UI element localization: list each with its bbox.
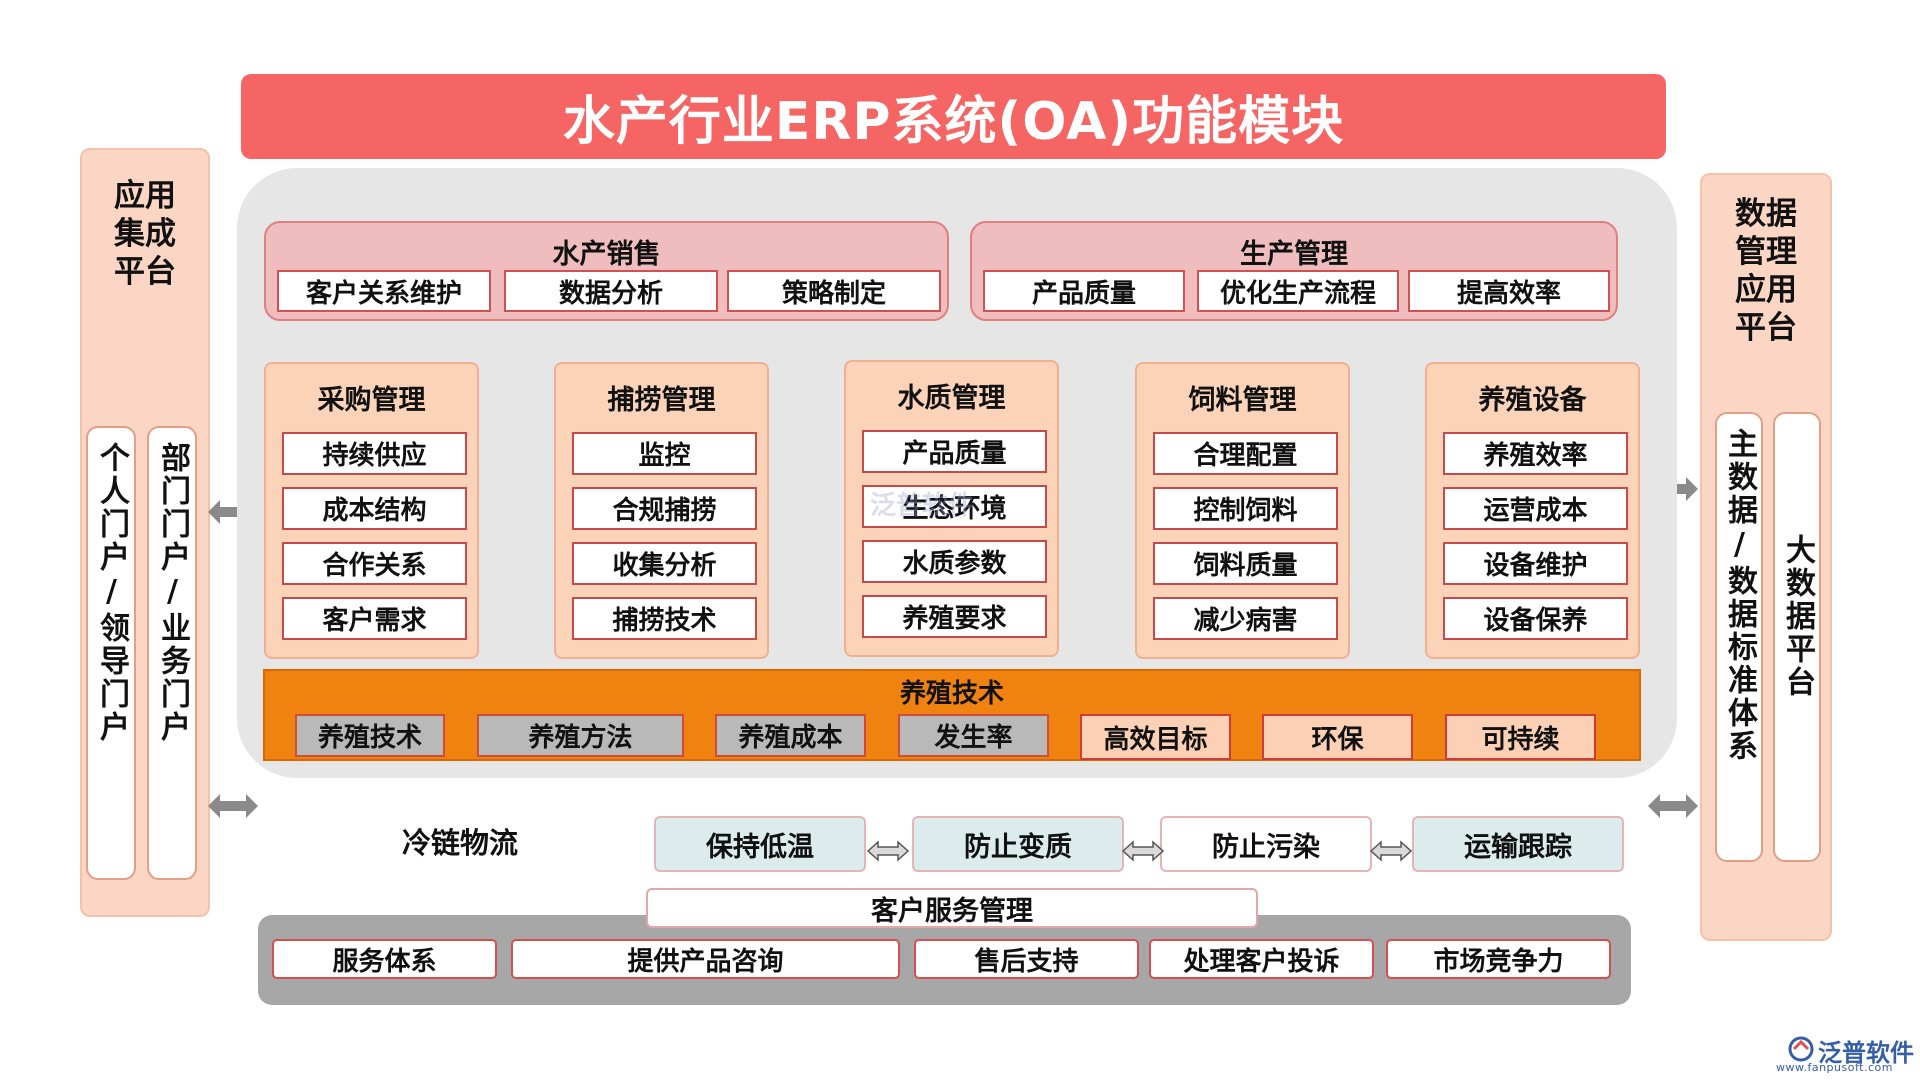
production-item[interactable]: 提高效率 — [1408, 270, 1610, 312]
double-arrow-icon — [208, 794, 258, 818]
master-data-label: 主数据/数据标准体系 — [1722, 428, 1757, 763]
module-card-equipment: 养殖设备 养殖效率 运营成本 设备维护 设备保养 — [1425, 362, 1640, 659]
portal-pill-label: 个人门户/领导门户 — [94, 442, 129, 744]
cold-chain-item[interactable]: 防止污染 — [1160, 816, 1372, 872]
title-bar: 水产行业ERP系统(OA)功能模块 — [241, 74, 1666, 159]
module-card-title: 采购管理 — [317, 385, 426, 416]
brand-name: 泛普软件 — [1818, 1039, 1914, 1067]
module-item[interactable]: 设备维护 — [1443, 542, 1628, 585]
module-card-purchasing: 采购管理 持续供应 成本结构 合作关系 客户需求 — [264, 362, 479, 659]
module-item[interactable]: 合作关系 — [282, 542, 467, 585]
service-item[interactable]: 处理客户投诉 — [1149, 939, 1374, 979]
module-item[interactable]: 客户需求 — [282, 597, 467, 640]
left-platform-title: 应用 集成 平台 — [82, 177, 208, 291]
right-platform-panel: 数据 管理 应用 平台 主数据/数据标准体系 大数据平台 — [1700, 173, 1832, 941]
module-item[interactable]: 设备保养 — [1443, 597, 1628, 640]
tech-goal-item[interactable]: 环保 — [1262, 714, 1413, 760]
brand-logo-icon — [1788, 1036, 1814, 1062]
right-title-line: 平台 — [1735, 310, 1797, 346]
module-item[interactable]: 生态环境 — [862, 485, 1047, 528]
module-card-title: 养殖设备 — [1478, 385, 1587, 416]
right-title-line: 数据 — [1735, 196, 1797, 232]
production-item[interactable]: 优化生产流程 — [1197, 270, 1399, 312]
left-title-line: 集成 — [114, 216, 176, 252]
module-card-water-quality: 水质管理 产品质量 生态环境 水质参数 养殖要求 — [844, 360, 1059, 657]
right-platform-title: 数据 管理 应用 平台 — [1702, 195, 1830, 347]
cold-chain-item[interactable]: 运输跟踪 — [1412, 816, 1624, 872]
module-card-feed: 饲料管理 合理配置 控制饲料 饲料质量 减少病害 — [1135, 362, 1350, 659]
portal-pill-personal[interactable]: 个人门户/领导门户 — [86, 426, 136, 880]
module-item[interactable]: 控制饲料 — [1153, 487, 1338, 530]
module-card-fishing: 捕捞管理 监控 合规捕捞 收集分析 捕捞技术 — [554, 362, 769, 659]
right-title-line: 应用 — [1735, 272, 1797, 308]
module-item[interactable]: 成本结构 — [282, 487, 467, 530]
module-card-title: 饲料管理 — [1188, 385, 1297, 416]
tech-item[interactable]: 养殖技术 — [295, 714, 445, 757]
tech-goal-item[interactable]: 高效目标 — [1080, 714, 1231, 760]
sales-item[interactable]: 数据分析 — [504, 270, 718, 312]
production-item[interactable]: 产品质量 — [983, 270, 1185, 312]
module-item[interactable]: 减少病害 — [1153, 597, 1338, 640]
left-title-line: 应用 — [114, 178, 176, 214]
module-item[interactable]: 合理配置 — [1153, 432, 1338, 475]
sales-group: 水产销售 客户关系维护 数据分析 策略制定 — [264, 221, 949, 321]
module-item[interactable]: 收集分析 — [572, 542, 757, 585]
cold-chain-item[interactable]: 保持低温 — [654, 816, 866, 872]
module-item[interactable]: 养殖效率 — [1443, 432, 1628, 475]
tech-band-title: 养殖技术 — [899, 679, 1004, 709]
module-item[interactable]: 合规捕捞 — [572, 487, 757, 530]
watermark-text: 泛普软件 — [870, 491, 975, 521]
portal-pill-department[interactable]: 部门门户/业务门户 — [147, 426, 197, 880]
cold-chain-item[interactable]: 防止变质 — [912, 816, 1124, 872]
master-data-pill[interactable]: 主数据/数据标准体系 — [1715, 412, 1763, 862]
module-item[interactable]: 捕捞技术 — [572, 597, 757, 640]
left-platform-panel: 应用 集成 平台 个人门户/领导门户 部门门户/业务门户 — [80, 148, 210, 917]
tech-item[interactable]: 养殖成本 — [715, 714, 866, 757]
module-item[interactable]: 水质参数 — [862, 540, 1047, 583]
double-arrow-icon — [867, 840, 909, 862]
module-item[interactable]: 产品质量 — [862, 430, 1047, 473]
portal-pill-label: 部门门户/业务门户 — [155, 442, 190, 744]
module-item[interactable]: 养殖要求 — [862, 595, 1047, 638]
service-item[interactable]: 售后支持 — [914, 939, 1139, 979]
module-item[interactable]: 运营成本 — [1443, 487, 1628, 530]
module-card-title: 水质管理 — [897, 383, 1006, 414]
production-group-title: 生产管理 — [1240, 239, 1348, 270]
production-group: 生产管理 产品质量 优化生产流程 提高效率 — [970, 221, 1618, 321]
tech-item[interactable]: 发生率 — [898, 714, 1049, 757]
right-title-line: 管理 — [1735, 234, 1797, 270]
big-data-pill[interactable]: 大数据平台 — [1773, 412, 1821, 862]
sales-item[interactable]: 客户关系维护 — [277, 270, 491, 312]
tech-goal-item[interactable]: 可持续 — [1445, 714, 1596, 760]
page-title: 水产行业ERP系统(OA)功能模块 — [562, 92, 1345, 152]
double-arrow-icon — [1370, 840, 1412, 862]
double-arrow-icon — [1648, 794, 1698, 818]
service-item[interactable]: 提供产品咨询 — [511, 939, 900, 979]
module-item[interactable]: 饲料质量 — [1153, 542, 1338, 585]
module-item[interactable]: 持续供应 — [282, 432, 467, 475]
double-arrow-icon — [1122, 840, 1164, 862]
double-arrow-icon — [208, 500, 258, 524]
service-title: 客户服务管理 — [646, 888, 1258, 928]
cold-chain-label: 冷链物流 — [401, 826, 518, 860]
brand-url: www.fanpusoft.com — [1776, 1061, 1893, 1074]
sales-item[interactable]: 策略制定 — [727, 270, 941, 312]
module-card-title: 捕捞管理 — [607, 385, 716, 416]
service-item[interactable]: 市场竞争力 — [1386, 939, 1611, 979]
left-title-line: 平台 — [114, 254, 176, 290]
sales-group-title: 水产销售 — [552, 239, 661, 270]
tech-item[interactable]: 养殖方法 — [477, 714, 684, 757]
service-item[interactable]: 服务体系 — [272, 939, 497, 979]
module-item[interactable]: 监控 — [572, 432, 757, 475]
big-data-label: 大数据平台 — [1780, 534, 1815, 699]
